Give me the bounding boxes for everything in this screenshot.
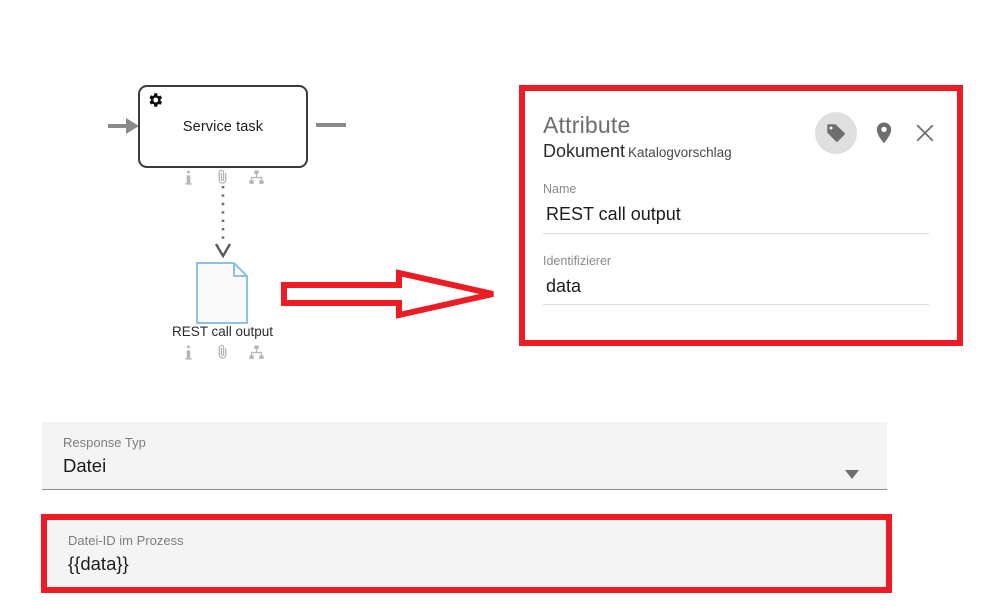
file-id-label: Datei-ID im Prozess: [68, 533, 184, 548]
location-pin-icon-button[interactable]: [870, 119, 898, 147]
close-icon-button[interactable]: [911, 119, 939, 147]
service-task-label: Service task: [182, 118, 264, 135]
response-type-label: Response Typ: [63, 435, 146, 450]
panel-subtitle-secondary: Katalogvorschlag: [628, 145, 732, 161]
chevron-down-icon[interactable]: [845, 470, 859, 479]
data-object-shape[interactable]: [196, 262, 248, 324]
tag-icon: [827, 124, 845, 142]
name-field-value[interactable]: REST call output: [546, 203, 681, 224]
gear-icon: [149, 93, 163, 107]
close-icon: [916, 124, 934, 142]
name-field-underline: [543, 232, 929, 234]
hierarchy-icon[interactable]: [248, 169, 265, 186]
service-task-shape[interactable]: Service task: [138, 85, 308, 168]
file-id-value[interactable]: {{data}}: [68, 552, 129, 574]
panel-subtitle-main: Dokument: [543, 141, 626, 162]
identifier-field-underline: [543, 304, 929, 306]
response-type-select[interactable]: Response Typ Datei: [42, 422, 887, 490]
file-id-input[interactable]: Datei-ID im Prozess {{data}}: [47, 520, 886, 587]
outgoing-flow-stub: [316, 123, 346, 127]
identifier-field[interactable]: Identifizierer data: [543, 254, 929, 306]
data-object-label: REST call output: [171, 324, 274, 339]
info-icon[interactable]: [180, 169, 197, 186]
location-pin-icon: [876, 122, 892, 144]
paperclip-icon[interactable]: [214, 169, 231, 186]
bpmn-diagram-canvas: Service task REST call output: [0, 0, 520, 400]
name-field-label: Name: [543, 181, 577, 196]
data-object-marker-row: [180, 344, 265, 361]
annotation-arrow: [281, 269, 494, 319]
incoming-flow-arrow: [108, 118, 139, 134]
panel-icon-group: [815, 112, 939, 154]
data-association-connector: [214, 186, 232, 258]
info-icon[interactable]: [180, 344, 197, 361]
panel-title: Attribute: [543, 112, 631, 138]
paperclip-icon[interactable]: [214, 344, 231, 361]
response-type-value: Datei: [63, 454, 107, 476]
identifier-field-value[interactable]: data: [546, 275, 582, 296]
identifier-field-label: Identifizierer: [543, 253, 612, 268]
hierarchy-icon[interactable]: [248, 344, 265, 361]
tag-icon-button[interactable]: [815, 112, 857, 154]
name-field[interactable]: Name REST call output: [543, 182, 929, 234]
task-marker-row: [180, 169, 265, 186]
